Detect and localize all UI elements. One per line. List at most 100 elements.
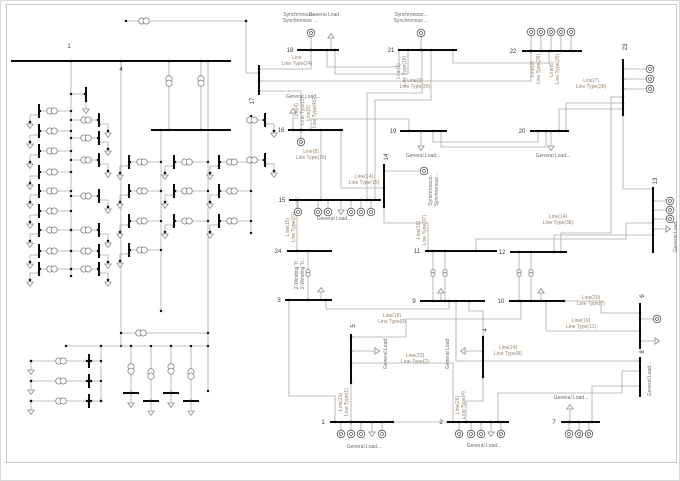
wire[interactable] — [340, 130, 384, 189]
transformer-mark-icon[interactable] — [305, 271, 311, 277]
wire[interactable] — [29, 154, 39, 162]
load-arrow-icon[interactable] — [337, 209, 345, 216]
wire[interactable] — [497, 370, 640, 422]
transformer-icon[interactable] — [147, 372, 155, 380]
wire[interactable] — [265, 163, 275, 171]
load-arrow-icon[interactable] — [116, 233, 124, 240]
transformer-icon[interactable] — [140, 187, 148, 195]
load-arrow-icon[interactable] — [665, 225, 672, 233]
load-arrow-icon[interactable] — [417, 145, 425, 152]
generator-icon[interactable] — [323, 207, 333, 217]
generator-icon[interactable] — [645, 64, 655, 74]
load-arrow-icon[interactable] — [547, 145, 555, 152]
transformer-icon[interactable] — [84, 134, 92, 142]
generator-icon[interactable] — [346, 207, 356, 217]
load-arrow-icon[interactable] — [26, 163, 34, 170]
wire[interactable] — [29, 272, 39, 280]
generator-icon[interactable] — [546, 27, 556, 37]
transformer-icon[interactable] — [250, 116, 258, 124]
load-arrow-icon[interactable] — [537, 287, 545, 294]
generator-icon[interactable] — [293, 207, 303, 217]
wire[interactable] — [29, 175, 39, 183]
wire[interactable] — [468, 301, 484, 337]
transformer-icon[interactable] — [50, 207, 58, 215]
wire[interactable] — [259, 90, 302, 130]
load-arrow-icon[interactable] — [270, 172, 278, 179]
wire[interactable] — [99, 163, 109, 171]
wire[interactable] — [565, 102, 623, 131]
generator-icon[interactable] — [584, 429, 594, 439]
wire[interactable] — [475, 222, 653, 251]
wire[interactable] — [351, 301, 522, 338]
wire[interactable] — [591, 385, 640, 422]
wire[interactable] — [440, 131, 547, 148]
wire[interactable] — [310, 118, 410, 131]
load-arrow-icon[interactable] — [459, 347, 466, 355]
load-arrow-icon[interactable] — [206, 233, 214, 240]
transformer-icon[interactable] — [250, 156, 258, 164]
load-arrow-icon[interactable] — [161, 203, 169, 210]
load-arrow-icon[interactable] — [317, 286, 325, 293]
generator-icon[interactable] — [556, 27, 566, 37]
wire[interactable] — [288, 300, 336, 422]
wire[interactable] — [326, 50, 400, 68]
transformer-icon[interactable] — [50, 107, 58, 115]
transformer-icon[interactable] — [84, 116, 92, 124]
load-arrow-icon[interactable] — [104, 132, 112, 139]
load-arrow-icon[interactable] — [368, 431, 376, 438]
load-arrow-icon[interactable] — [654, 337, 661, 345]
generator-icon[interactable] — [526, 27, 536, 37]
load-arrow-icon[interactable] — [27, 409, 35, 416]
transformer-icon[interactable] — [185, 217, 193, 225]
transformer-icon[interactable] — [142, 17, 150, 25]
wire[interactable] — [432, 131, 539, 143]
wire[interactable] — [465, 377, 484, 422]
load-arrow-icon[interactable] — [161, 233, 169, 240]
wire[interactable] — [164, 224, 174, 232]
wire[interactable] — [99, 272, 109, 280]
transformer-mark-icon[interactable] — [528, 271, 534, 277]
wire[interactable] — [455, 301, 640, 362]
load-arrow-icon[interactable] — [116, 262, 124, 269]
wire[interactable] — [29, 214, 39, 222]
wire[interactable] — [164, 194, 174, 202]
wire[interactable] — [29, 114, 39, 122]
wire[interactable] — [29, 233, 39, 241]
load-arrow-icon[interactable] — [104, 150, 112, 157]
transformer-icon[interactable] — [50, 247, 58, 255]
load-arrow-icon[interactable] — [116, 203, 124, 210]
load-arrow-icon[interactable] — [104, 263, 112, 270]
transformer-icon[interactable] — [185, 187, 193, 195]
generator-icon[interactable] — [296, 137, 306, 147]
wire[interactable] — [209, 165, 219, 173]
wire[interactable] — [164, 165, 174, 173]
generator-icon[interactable] — [377, 429, 387, 439]
transformer-icon[interactable] — [230, 187, 238, 195]
load-arrow-icon[interactable] — [374, 347, 381, 355]
generator-icon[interactable] — [665, 196, 675, 206]
wire[interactable] — [265, 123, 275, 131]
load-arrow-icon[interactable] — [104, 172, 112, 179]
load-arrow-icon[interactable] — [187, 410, 195, 417]
wire[interactable] — [99, 199, 109, 207]
transformer-mark-icon[interactable] — [442, 271, 448, 277]
wire[interactable] — [209, 194, 219, 202]
generator-icon[interactable] — [496, 429, 506, 439]
wire[interactable] — [545, 301, 640, 332]
generator-icon[interactable] — [645, 84, 655, 94]
transformer-icon[interactable] — [165, 79, 173, 87]
wire[interactable] — [259, 51, 532, 82]
wire[interactable] — [119, 165, 129, 173]
wire[interactable] — [351, 362, 454, 422]
transformer-mark-icon[interactable] — [516, 271, 522, 277]
load-arrow-icon[interactable] — [270, 132, 278, 139]
load-arrow-icon[interactable] — [147, 410, 155, 417]
load-arrow-icon[interactable] — [127, 402, 135, 409]
transformer-icon[interactable] — [140, 158, 148, 166]
generator-icon[interactable] — [665, 214, 675, 224]
load-arrow-icon[interactable] — [289, 107, 297, 114]
wire[interactable] — [366, 50, 423, 200]
load-arrow-icon[interactable] — [104, 242, 112, 249]
wire[interactable] — [452, 50, 550, 64]
